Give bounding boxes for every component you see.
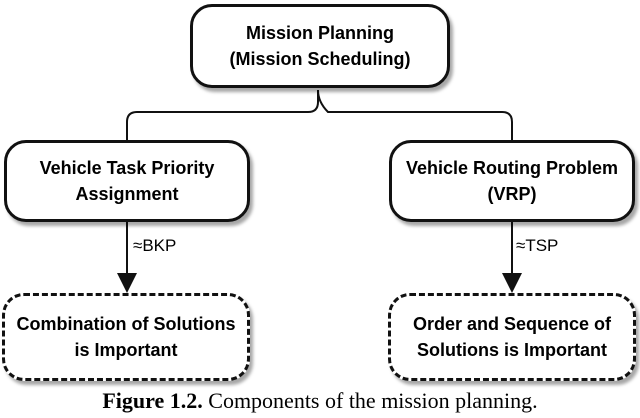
caption-label: Figure 1.2. xyxy=(102,388,203,413)
node-vehicle-task-priority: Vehicle Task Priority Assignment xyxy=(4,140,250,222)
node-order-and-sequence: Order and Sequence of Solutions is Impor… xyxy=(388,293,636,381)
figure-caption: Figure 1.2. Components of the mission pl… xyxy=(0,388,640,414)
node-text: Vehicle Task Priority xyxy=(39,158,215,178)
node-combination-of-solutions: Combination of Solutions is Important xyxy=(2,293,250,381)
node-text: Mission Planning xyxy=(245,23,394,43)
node-text: (Mission Scheduling) xyxy=(229,49,411,69)
node-text: Assignment xyxy=(75,184,179,204)
caption-text: Components of the mission planning. xyxy=(202,388,538,413)
node-text: (VRP) xyxy=(487,184,537,204)
node-text: is Important xyxy=(74,340,178,360)
node-text: Vehicle Routing Problem xyxy=(405,158,619,178)
bracket-connector xyxy=(126,89,513,140)
node-mission-planning: Mission Planning (Mission Scheduling) xyxy=(190,4,450,88)
node-vehicle-routing-problem: Vehicle Routing Problem (VRP) xyxy=(389,140,635,222)
edge-label-tsp: ≈TSP xyxy=(516,236,559,255)
node-text: Solutions is Important xyxy=(416,340,607,360)
node-text: Order and Sequence of xyxy=(412,314,612,334)
edge-label-bkp: ≈BKP xyxy=(133,236,177,255)
node-text: Combination of Solutions xyxy=(16,314,236,334)
